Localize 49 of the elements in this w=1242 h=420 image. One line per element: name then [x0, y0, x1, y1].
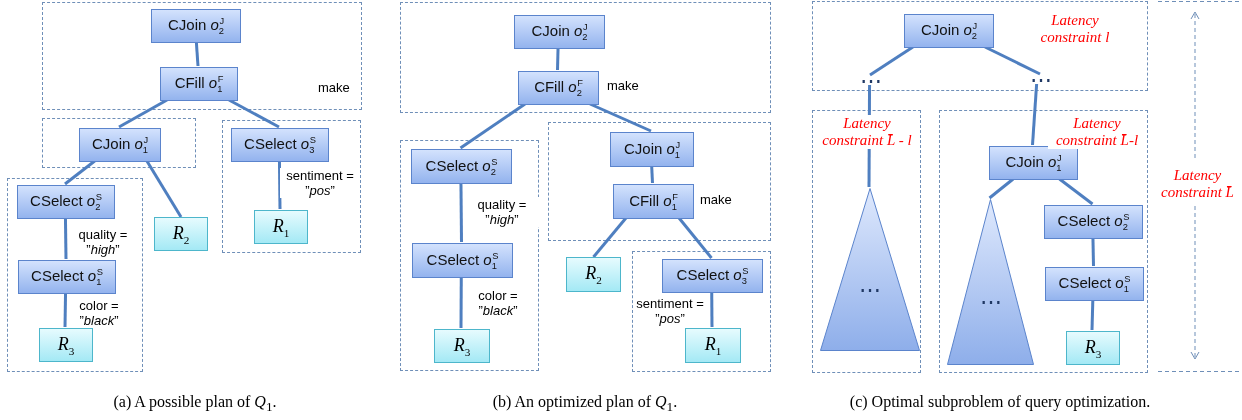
annotation-text: make	[607, 78, 639, 93]
connector-line	[677, 217, 713, 259]
relation-box: R$_{1}$	[685, 328, 741, 363]
dashed-group-box	[812, 110, 921, 373]
connector-line	[984, 45, 1041, 76]
dashed-group-box	[42, 2, 362, 110]
figure-caption: (c) Optimal subproblem of query optimization.	[849, 393, 1151, 411]
connector-line	[650, 165, 654, 184]
connector-line	[228, 98, 280, 129]
dashed-group-box	[812, 1, 1148, 91]
relation-box: R$_{1}$	[254, 210, 308, 244]
connector-line	[589, 102, 652, 133]
ellipsis-text: ⋯	[853, 74, 889, 88]
connector-line	[710, 292, 714, 327]
connector-line	[459, 102, 526, 150]
ellipsis-text: ⋯	[1023, 73, 1059, 87]
relation-box: R$_{3}$	[1066, 331, 1120, 365]
connector-line	[1091, 237, 1095, 267]
connector-line	[194, 41, 200, 67]
connector-line	[1031, 83, 1039, 146]
connector-line	[1090, 299, 1095, 331]
annotation-text: make	[318, 80, 350, 95]
connector-line	[459, 277, 463, 328]
dashed-group-box	[548, 122, 771, 241]
connector-line	[277, 161, 282, 209]
connector-line	[556, 47, 560, 71]
figure-caption: (a) A possible plan of Q$_{1}$.	[113, 393, 277, 416]
relation-box: R$_{2}$	[154, 217, 208, 251]
connector-line	[1058, 177, 1094, 206]
connector-line	[592, 217, 628, 258]
figure-caption: (b) An optimized plan of Q$_{1}$.	[492, 393, 678, 416]
relation-box: R$_{2}$	[566, 257, 621, 292]
relation-box: R$_{3}$	[434, 329, 490, 363]
dashed-group-box	[939, 110, 1148, 373]
relation-box: R$_{3}$	[39, 328, 93, 362]
connector-line	[64, 159, 96, 186]
connector-line	[459, 183, 463, 242]
connector-line	[118, 98, 168, 129]
connector-line	[988, 177, 1015, 200]
connector-line	[869, 45, 914, 77]
connector-line	[63, 292, 68, 328]
subtree-triangle: ⋯	[947, 199, 1034, 365]
constraint-label: Latency constraint L̄	[1160, 167, 1235, 201]
dashed-group-box	[400, 2, 771, 113]
edge-label: sentiment = ”pos”	[634, 296, 706, 326]
subtree-triangle: ⋯	[820, 188, 920, 351]
dashed-group-box	[42, 118, 196, 168]
connector-line	[63, 217, 68, 260]
annotation-text: make	[700, 192, 732, 207]
